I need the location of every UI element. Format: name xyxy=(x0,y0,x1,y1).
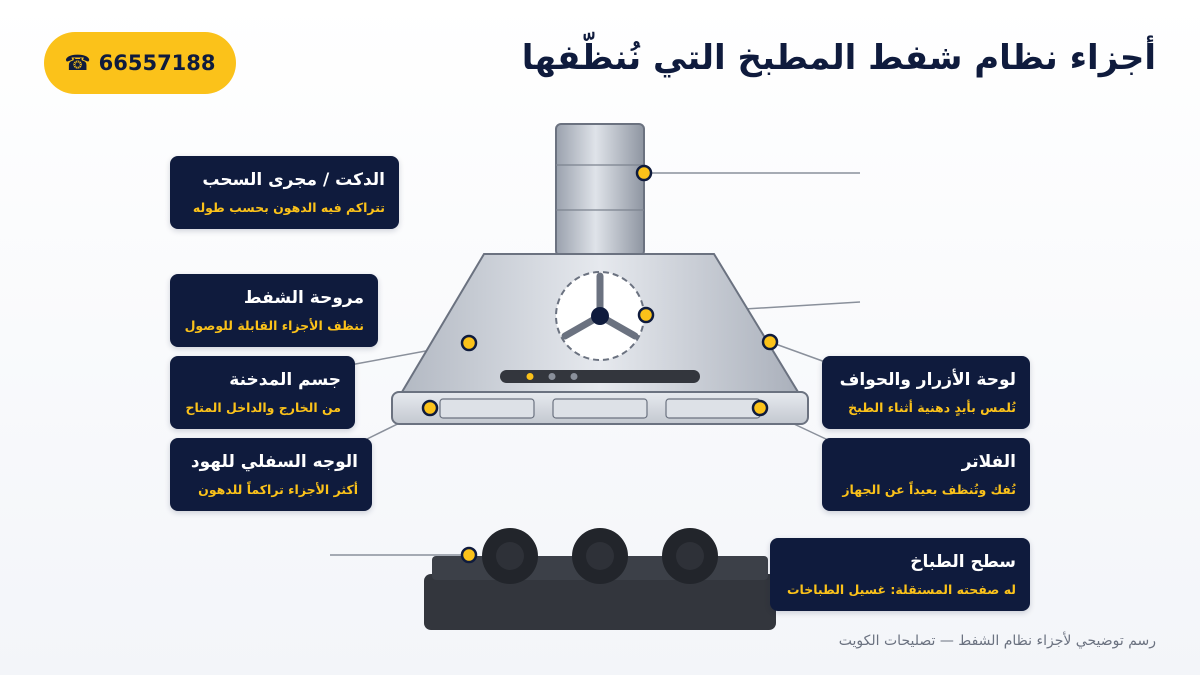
label-desc: من الخارج والداخل المتاح xyxy=(185,400,341,415)
label-title: سطح الطباخ xyxy=(910,552,1016,572)
label-title: الدكت / مجرى السحب xyxy=(202,170,385,190)
label-title: لوحة الأزرار والحواف xyxy=(839,370,1016,390)
marker-controls xyxy=(761,333,779,351)
marker-body xyxy=(460,334,478,352)
label-title: الفلاتر xyxy=(961,452,1016,472)
filter-panel xyxy=(665,398,761,419)
leader-controls xyxy=(769,341,829,364)
label-stove: سطح الطباخ له صفحته المستقلة: غسيل الطبا… xyxy=(770,538,1030,611)
hood-underside xyxy=(391,391,809,425)
label-duct: الدكت / مجرى السحب تتراكم فيه الدهون بحس… xyxy=(170,156,399,229)
marker-fan xyxy=(637,306,655,324)
label-fan: مروحة الشفط ننظف الأجزاء القابلة للوصول xyxy=(170,274,378,347)
page-title: أجزاء نظام شفط المطبخ التي نُنظّفها xyxy=(521,38,1156,78)
stove xyxy=(424,528,776,630)
label-desc: ننظف الأجزاء القابلة للوصول xyxy=(184,318,364,333)
phone-icon: ☎ xyxy=(64,51,91,75)
control-indicator-icon xyxy=(548,373,556,380)
label-body: جسم المدخنة من الخارج والداخل المتاح xyxy=(170,356,355,429)
label-desc: أكثر الأجزاء تراكماً للدهون xyxy=(198,482,358,497)
fan-icon xyxy=(555,271,645,361)
filter-panel xyxy=(552,398,648,419)
markers xyxy=(421,164,779,564)
label-title: مروحة الشفط xyxy=(243,288,364,308)
phone-number: 66557188 xyxy=(98,51,216,75)
label-desc: تُفك وتُنظف بعيداً عن الجهاز xyxy=(842,482,1016,497)
label-desc: تتراكم فيه الدهون بحسب طوله xyxy=(192,200,385,215)
label-desc: تُلمس بأيدٍ دهنية أثناء الطبخ xyxy=(848,400,1016,415)
control-indicator-icon xyxy=(526,373,534,380)
control-panel xyxy=(500,370,700,383)
control-indicator-icon xyxy=(570,373,578,380)
marker-filters xyxy=(751,399,769,417)
marker-duct xyxy=(635,164,653,182)
duct-chimney xyxy=(555,123,645,257)
label-desc: له صفحته المستقلة: غسيل الطباخات xyxy=(786,582,1016,597)
label-filters: الفلاتر تُفك وتُنظف بعيداً عن الجهاز xyxy=(822,438,1030,511)
label-title: الوجه السفلي للهود xyxy=(190,452,358,472)
phone-button[interactable]: ☎ 66557188 xyxy=(44,32,236,94)
label-title: جسم المدخنة xyxy=(229,370,341,390)
marker-underside xyxy=(421,399,439,417)
marker-stove xyxy=(460,546,478,564)
filter-panel xyxy=(439,398,535,419)
label-underside: الوجه السفلي للهود أكثر الأجزاء تراكماً … xyxy=(170,438,372,511)
caption: رسم توضيحي لأجزاء نظام الشفط — تصليحات ا… xyxy=(838,633,1156,649)
label-controls: لوحة الأزرار والحواف تُلمس بأيدٍ دهنية أ… xyxy=(822,356,1030,429)
